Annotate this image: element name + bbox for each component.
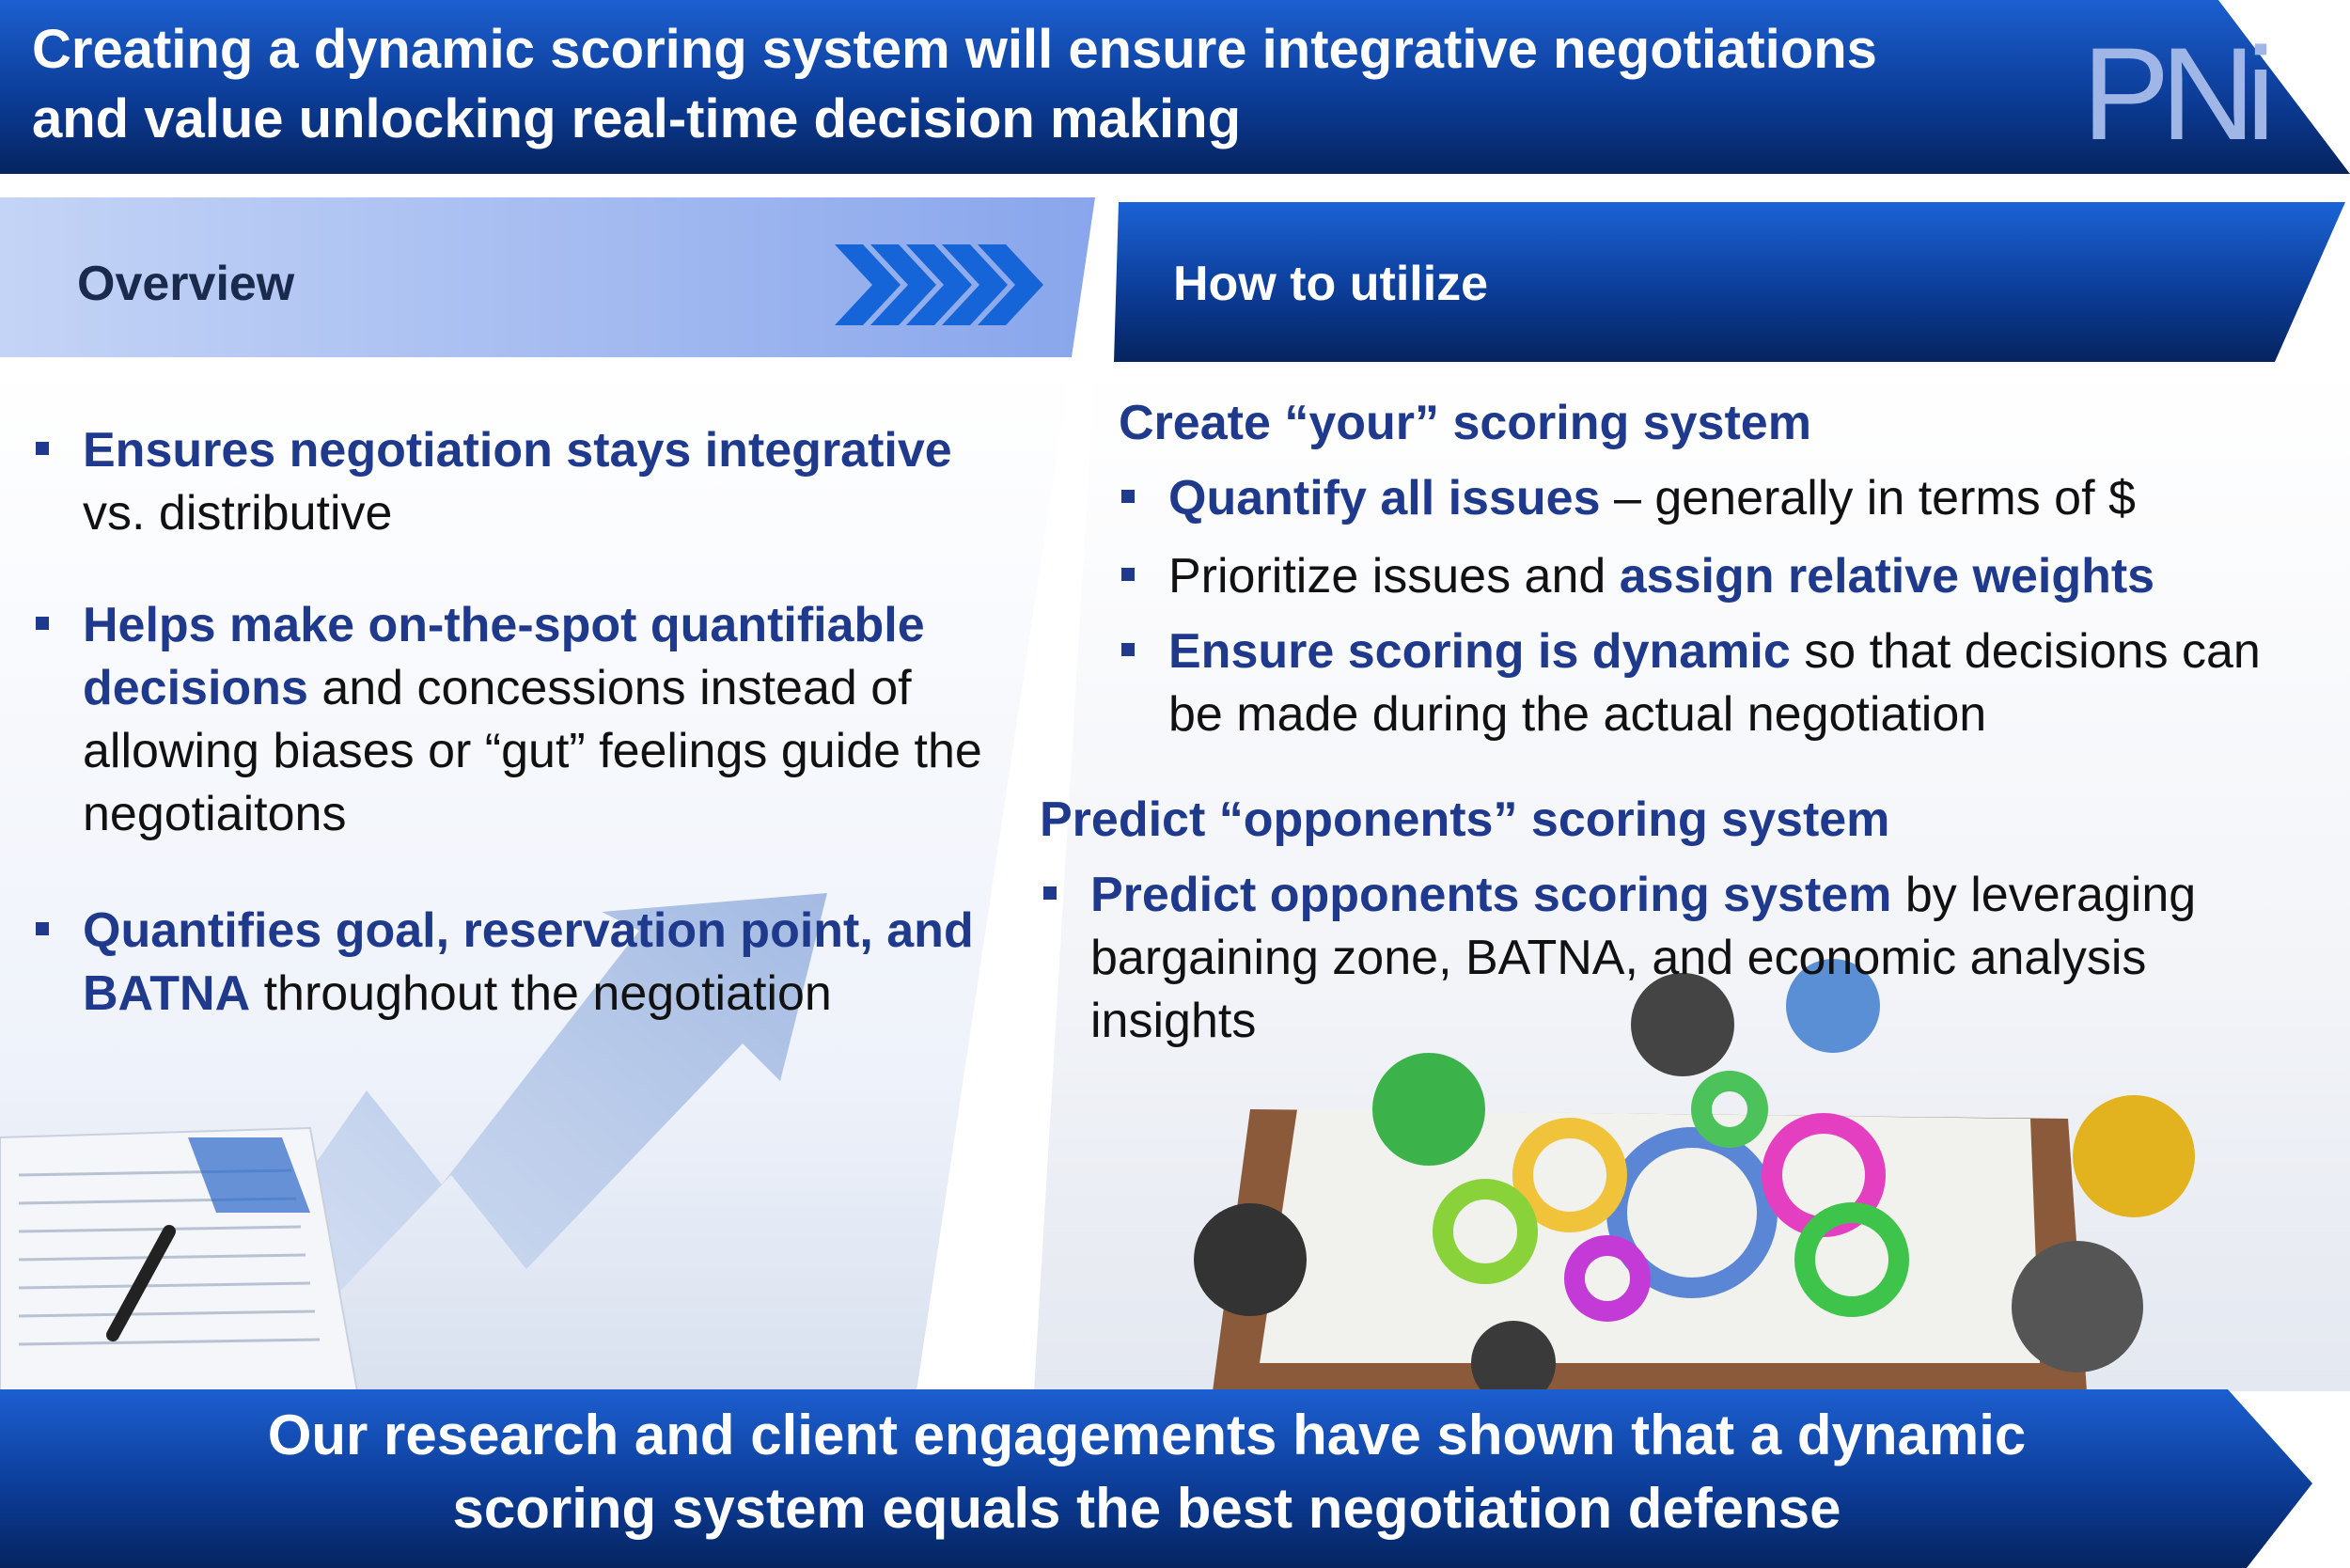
company-logo: PNi	[2082, 28, 2276, 160]
overview-bullet-2: Helps make on-the-spot quantifiable deci…	[36, 594, 1032, 846]
overview-title: Overview	[77, 257, 295, 311]
footer-line-1: Our research and client engagements have…	[267, 1403, 2027, 1466]
utilize-bullet-1: Quantify all issues – generally in terms…	[1121, 467, 2325, 530]
utilize-bullet-2: Prioritize issues and assign relative we…	[1121, 545, 2325, 608]
bullet-square-icon	[36, 922, 49, 935]
utilize-bullet-3: Ensure scoring is dynamic so that decisi…	[1121, 620, 2268, 746]
overview-bullet-3: Quantifies goal, reservation point, and …	[36, 900, 985, 1026]
bullet-square-icon	[36, 442, 49, 455]
pen-image	[106, 1225, 176, 1341]
bullet-square-icon	[1121, 643, 1135, 656]
utilize-panel	[1034, 202, 2350, 1391]
footer-line-2: scoring system equals the best negotiati…	[452, 1477, 1841, 1540]
bullet-square-icon	[1121, 490, 1135, 503]
bullet-square-icon	[36, 617, 49, 630]
utilize-bullet-4: Predict opponents scoring system by leve…	[1043, 864, 2322, 1053]
overview-panel	[0, 197, 1095, 1391]
bullet-square-icon	[1043, 886, 1057, 900]
overview-bullet-1: Ensures negotiation stays integrative vs…	[36, 419, 1060, 545]
bullet-square-icon	[1121, 568, 1135, 581]
title-line-2: and value unlocking real-time decision m…	[32, 88, 1241, 149]
logo-text: PNi	[2082, 20, 2276, 167]
page-title: Creating a dynamic scoring system will e…	[32, 15, 2100, 154]
team-gears-image	[1194, 959, 2195, 1391]
chevrons-icon	[835, 244, 1043, 325]
footer-banner	[0, 1389, 2312, 1568]
create-scoring-heading: Create “your” scoring system	[1119, 396, 1811, 450]
footer-message: Our research and client engagements have…	[0, 1399, 2294, 1545]
header-banner	[0, 0, 2350, 174]
title-line-1: Creating a dynamic scoring system will e…	[32, 19, 1877, 80]
utilize-title: How to utilize	[1173, 257, 1489, 311]
predict-scoring-heading: Predict “opponents” scoring system	[1040, 792, 1890, 847]
